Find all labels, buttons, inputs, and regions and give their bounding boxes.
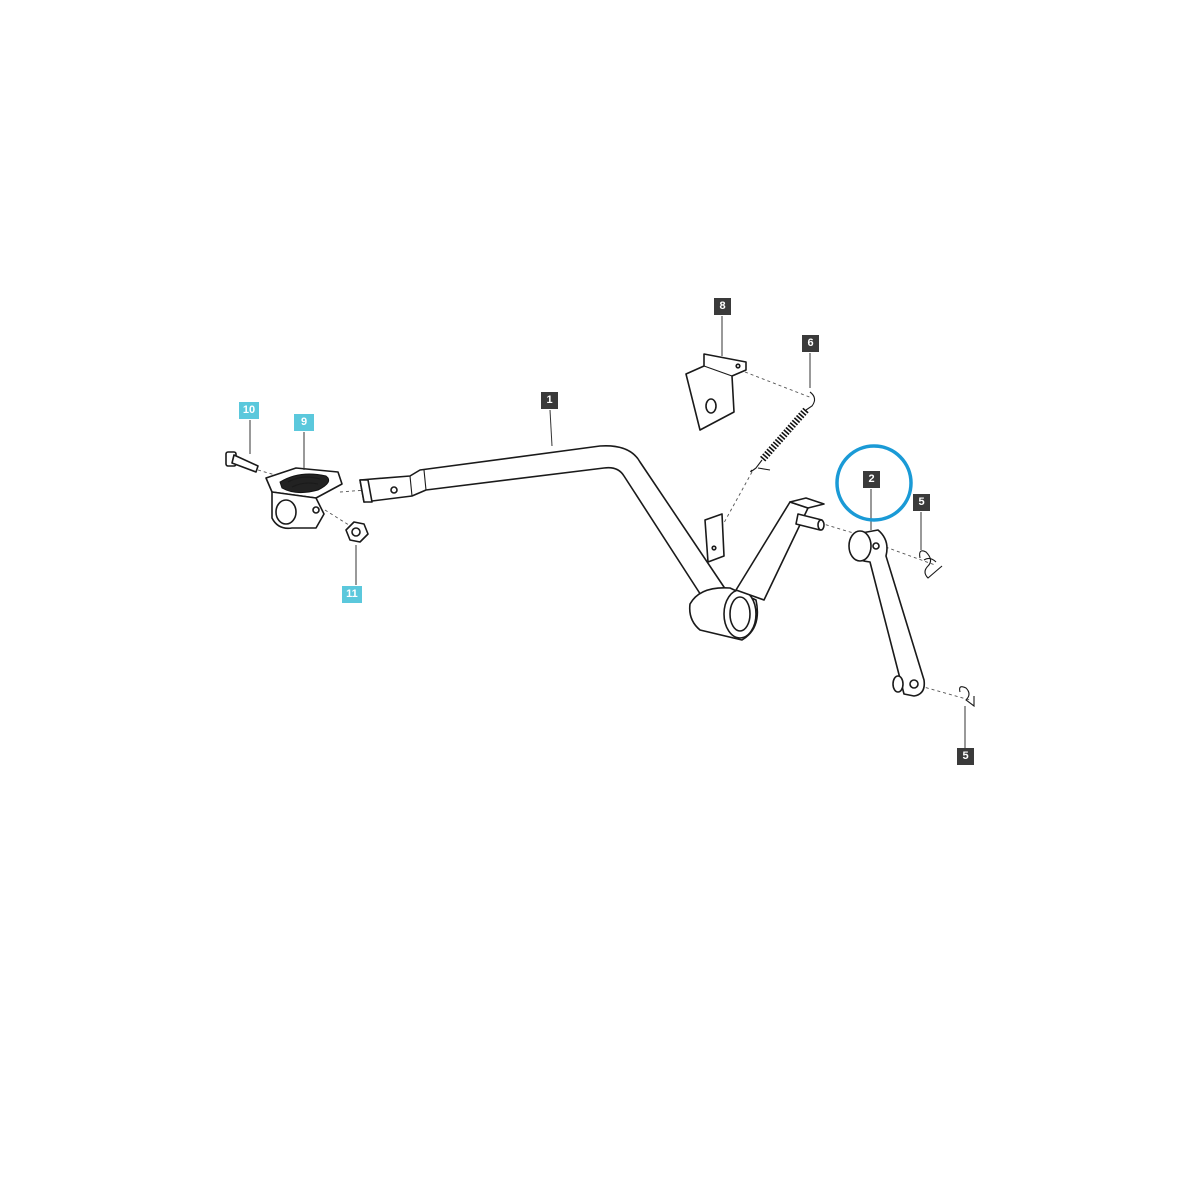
callout-2: 2: [863, 471, 880, 488]
callout-6: 6: [802, 335, 819, 352]
bracket-part-8: [685, 353, 747, 431]
callout-5-upper: 5: [913, 494, 930, 511]
link-arm-part-2: [848, 529, 926, 697]
pedal-pad-part-9: [265, 467, 343, 530]
leader-lines: [249, 316, 966, 748]
callout-5-lower: 5: [957, 748, 974, 765]
clip-part-5-upper: [919, 550, 943, 579]
pedal-shaft-part-1: [359, 445, 825, 641]
callout-11: 11: [342, 586, 362, 603]
spring-part-6: [750, 391, 816, 473]
callout-10: 10: [239, 402, 259, 419]
clip-part-5-lower: [959, 686, 975, 708]
callout-9: 9: [294, 414, 314, 431]
callout-8: 8: [714, 298, 731, 315]
nut-part-11: [345, 521, 369, 543]
highlight-circle: [835, 444, 913, 522]
callout-1: 1: [541, 392, 558, 409]
bolt-part-10: [225, 451, 259, 473]
